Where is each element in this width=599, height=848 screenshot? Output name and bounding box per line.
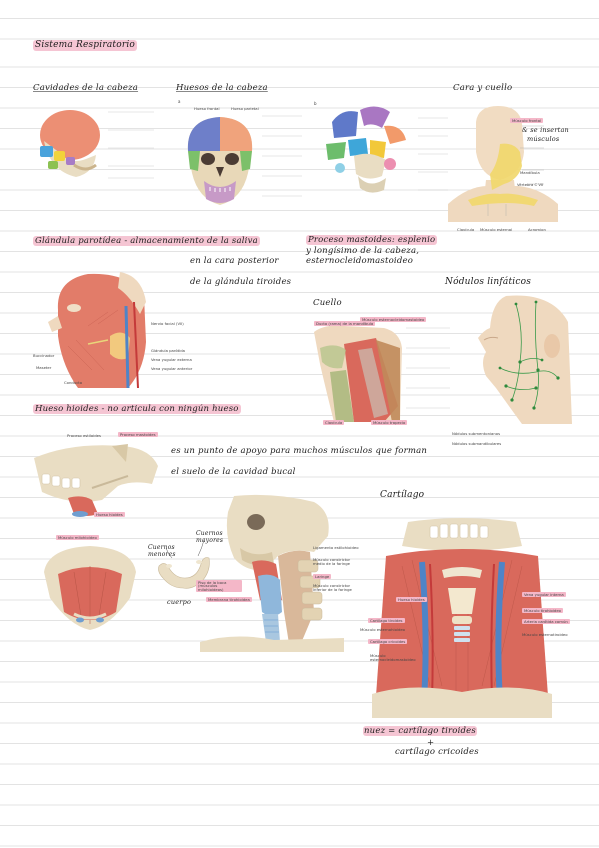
- label-ligamento-estilohioideo: Ligamento estilohioideo: [313, 545, 359, 550]
- label-cartilago-tiroides: Cartílago tiroides: [368, 617, 405, 623]
- note-hioides-desc-1: es un punto de apoyo para muchos músculo…: [171, 446, 428, 456]
- label-maseter: Maseter: [36, 365, 52, 370]
- label-mandibula: Mandíbula: [520, 170, 540, 175]
- figure-leader-lines-3: [418, 117, 448, 191]
- heading-huesos: Huesos de la cabeza: [176, 83, 268, 93]
- note-parotida: Glándula parotídea - almacenamiento de l…: [33, 236, 260, 246]
- label-glandula-parotida: Glándula parótida: [151, 348, 185, 353]
- label-vertebra-c7: Vértebra C VII: [517, 182, 544, 187]
- label-buccinador: Buccinador: [33, 353, 55, 358]
- note-cuernos-mayores-2: mayores: [196, 537, 224, 545]
- heading-nodulos: Nódulos linfáticos: [445, 277, 532, 287]
- note-cuernos-mayores-1: Cuernos: [196, 530, 223, 537]
- label-esternotiroideo: Músculo esternotiroideo: [522, 632, 568, 637]
- label-musculo-esternal: Músculo esternal: [480, 227, 513, 232]
- figure-hyoid-inferior: [44, 546, 136, 630]
- label-esternocleidomastoideo: Músculo esternocleidomastoideo: [360, 316, 427, 322]
- figure-leader-lines-2: [262, 115, 302, 197]
- figure-lymph-nodes: [478, 295, 572, 424]
- label-laringe: Laringe: [313, 573, 332, 579]
- note-hioides-desc-2: el suelo de la cavidad bucal: [171, 467, 296, 477]
- note-nuez-1: nuez = cartílago tiroides: [363, 726, 477, 736]
- label-esternohioideo: Músculo esternohioideo: [360, 627, 406, 632]
- figure-parotid-muscles: [48, 272, 146, 389]
- label-proceso-estiloides: Proceso estiloides: [67, 433, 101, 438]
- heading-cartilago: Cartílago: [380, 490, 425, 500]
- figure-neck-lateral: [314, 325, 402, 422]
- figure-hyoid-lateral: [34, 444, 158, 517]
- label-constrictor-inferior: Músculo constrictor inferior de la farin…: [313, 583, 352, 592]
- figure-leader-lines-4: [406, 327, 450, 409]
- figure-face-neck: [448, 106, 558, 222]
- label-vena-yugular-externa: Vena yugular externa: [151, 357, 192, 362]
- note-cuernos-menores-2: menores: [148, 551, 176, 559]
- note-mastoides-2: y longísimo de la cabeza,: [306, 246, 420, 256]
- figure-skull-cavities: [40, 110, 100, 177]
- label-nodulos-submentonianos: Nódulos submentonianos: [452, 431, 501, 436]
- figure-anterior-neck: [372, 518, 552, 718]
- label-musculo-frontal: Músculo frontal: [510, 117, 544, 123]
- label-vena-yugular-interna: Vena yugular interna: [522, 591, 566, 597]
- note-nuez-2: cartílago cricoides: [395, 747, 479, 757]
- label-acromion: Acromion: [528, 227, 546, 232]
- label-musculo-milohioideo: Músculo milohioideo: [56, 534, 99, 540]
- term-parotida: Glándula parotídea - almacenamiento de l…: [33, 236, 260, 246]
- label-piso-boca: Piso de la boca (músculos milohioideos): [196, 580, 242, 593]
- label-musculo-trapecio: Músculo trapecio: [371, 419, 408, 425]
- page-title: Sistema Respiratorio: [33, 40, 138, 51]
- label-hueso-hioides: Hueso hioides: [94, 511, 125, 517]
- label-cartilago-cricoides: Cartílago cricoides: [368, 638, 408, 644]
- label-membrana-tirohioidea: Membrana tirohioidea: [206, 596, 252, 602]
- label-esternocleidomastoideo-ant: Músculo esternocleidomastoideo: [370, 653, 416, 662]
- label-constrictor-medio: Músculo constrictor medio de la faringe: [313, 557, 351, 566]
- label-hueso-parietal: Hueso parietal: [231, 106, 259, 111]
- figure-skull-larynx: [200, 494, 344, 652]
- label-rama-mandibula: Ducto (rama) de la mandíbula: [314, 320, 376, 326]
- label-hueso-frontal: Hueso frontal: [194, 106, 220, 111]
- term-hioides: Hueso hioides - no articula con ningún h…: [33, 404, 241, 414]
- note-mastoides-3: esternocleidomastoideo: [306, 256, 414, 266]
- label-nervio-facial: Nervio facial (VII): [151, 321, 184, 326]
- note-nuez-plus: +: [427, 738, 435, 748]
- note-musculos: músculos: [527, 135, 560, 143]
- label-vena-yugular-anterior: Vena yugular anterior: [151, 366, 193, 371]
- label-clavicula-cuello: Clavícula: [323, 419, 345, 425]
- label-proceso-mastoides: Proceso mastoides: [118, 431, 158, 437]
- heading-cuello: Cuello: [313, 298, 342, 308]
- term-nuez: nuez = cartílago tiroides: [363, 726, 477, 736]
- label-arteria-carotida: Arteria carótida común: [522, 618, 570, 624]
- note-insertan: & se insertan: [522, 126, 569, 134]
- note-parotida-3: de la glándula tiroides: [190, 277, 292, 287]
- note-mastoides-1: Proceso mastoides: esplenio: [306, 235, 438, 246]
- note-cuerpo: cuerpo: [167, 598, 192, 606]
- label-nodulos-submandibulares: Nódulos submandibulares: [452, 441, 502, 446]
- figure-skull-exploded: [326, 106, 406, 193]
- figure-letter-a: a: [178, 99, 181, 104]
- note-hioides: Hueso hioides - no articula con ningún h…: [33, 404, 241, 414]
- label-conducto: Conducto: [64, 380, 83, 385]
- heading-cavidades: Cavidades de la cabeza: [33, 83, 139, 93]
- note-parotida-2: en la cara posterior: [190, 256, 279, 266]
- note-cuernos-menores-1: Cuernos: [148, 544, 175, 551]
- figure-skull-front: [187, 117, 253, 205]
- figure-letter-b: b: [314, 101, 317, 106]
- figure-cuernos-arrows: [165, 539, 205, 559]
- label-musculo-tirohioideo: Músculo tirohioideo: [522, 607, 563, 613]
- figure-leader-lines-1: [108, 111, 154, 179]
- label-hueso-hioides-ant: Hueso hioides: [396, 596, 427, 602]
- label-clavicula: Clavícula: [457, 227, 475, 232]
- heading-cara-cuello: Cara y cuello: [453, 83, 513, 93]
